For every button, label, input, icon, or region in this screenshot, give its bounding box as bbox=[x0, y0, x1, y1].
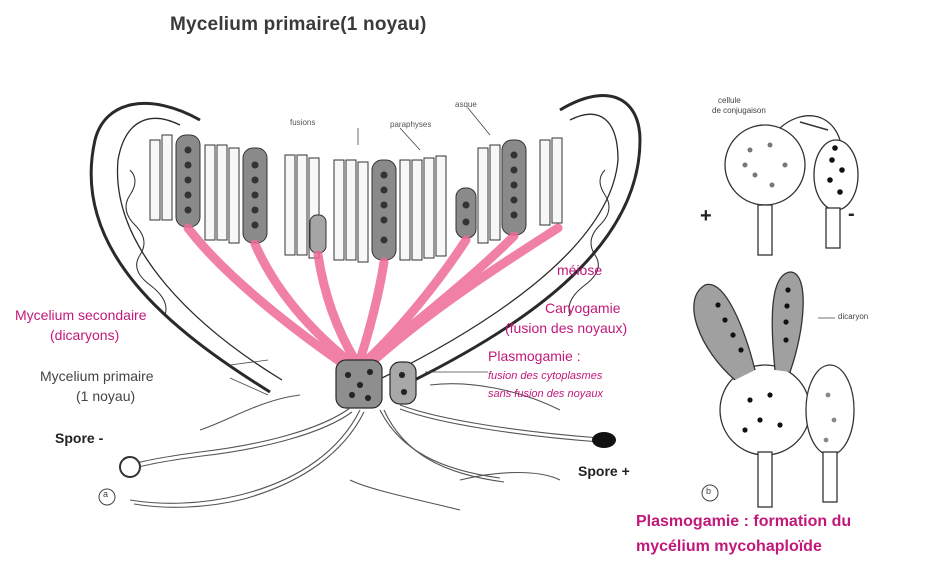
label-meiose: méiose bbox=[557, 262, 602, 278]
label-minus-sign: - bbox=[848, 203, 855, 226]
caption-line1: Plasmogamie : formation du bbox=[636, 513, 851, 531]
label-plasmogamie: Plasmogamie : bbox=[488, 348, 581, 364]
label-plasmogamie-line3: sans fusion des noyaux bbox=[488, 388, 603, 400]
hymenium bbox=[150, 135, 562, 262]
label-spore-minus: Spore - bbox=[55, 430, 103, 446]
diagram-title: Mycelium primaire(1 noyau) bbox=[170, 14, 427, 36]
panel-b-label: b bbox=[706, 486, 711, 496]
conjugation-top bbox=[725, 116, 858, 255]
panel-a-label: a bbox=[103, 489, 108, 499]
label-caryogamie: Caryogamie bbox=[545, 300, 620, 316]
ascogonium-bottom bbox=[694, 272, 854, 507]
label-plasmogamie-line2: fusion des cytoplasmes bbox=[488, 370, 602, 382]
spore-minus-shape bbox=[120, 457, 140, 477]
label-un-noyau: (1 noyau) bbox=[76, 388, 135, 404]
label-dicaryons: (dicaryons) bbox=[50, 327, 119, 343]
caption-line2: mycélium mycohaploïde bbox=[636, 538, 822, 556]
label-mycelium-primaire: Mycelium primaire bbox=[40, 368, 154, 384]
label-paraphyses: paraphyses bbox=[390, 120, 431, 129]
label-spore-plus: Spore + bbox=[578, 463, 630, 479]
ascogonium bbox=[336, 360, 416, 408]
label-caryogamie-detail: (fusion des noyaux) bbox=[505, 320, 627, 336]
conjugation-arrow bbox=[800, 122, 828, 130]
label-cellule: cellule bbox=[718, 96, 741, 105]
label-asque: asque bbox=[455, 100, 477, 109]
label-dicaryon: dicaryon bbox=[838, 312, 868, 321]
spore-plus-shape bbox=[592, 432, 616, 448]
label-plus-sign: + bbox=[700, 205, 712, 228]
label-fusions: fusions bbox=[290, 118, 315, 127]
label-conjugaison: de conjugaison bbox=[712, 106, 766, 115]
label-mycelium-secondaire: Mycelium secondaire bbox=[15, 307, 147, 323]
